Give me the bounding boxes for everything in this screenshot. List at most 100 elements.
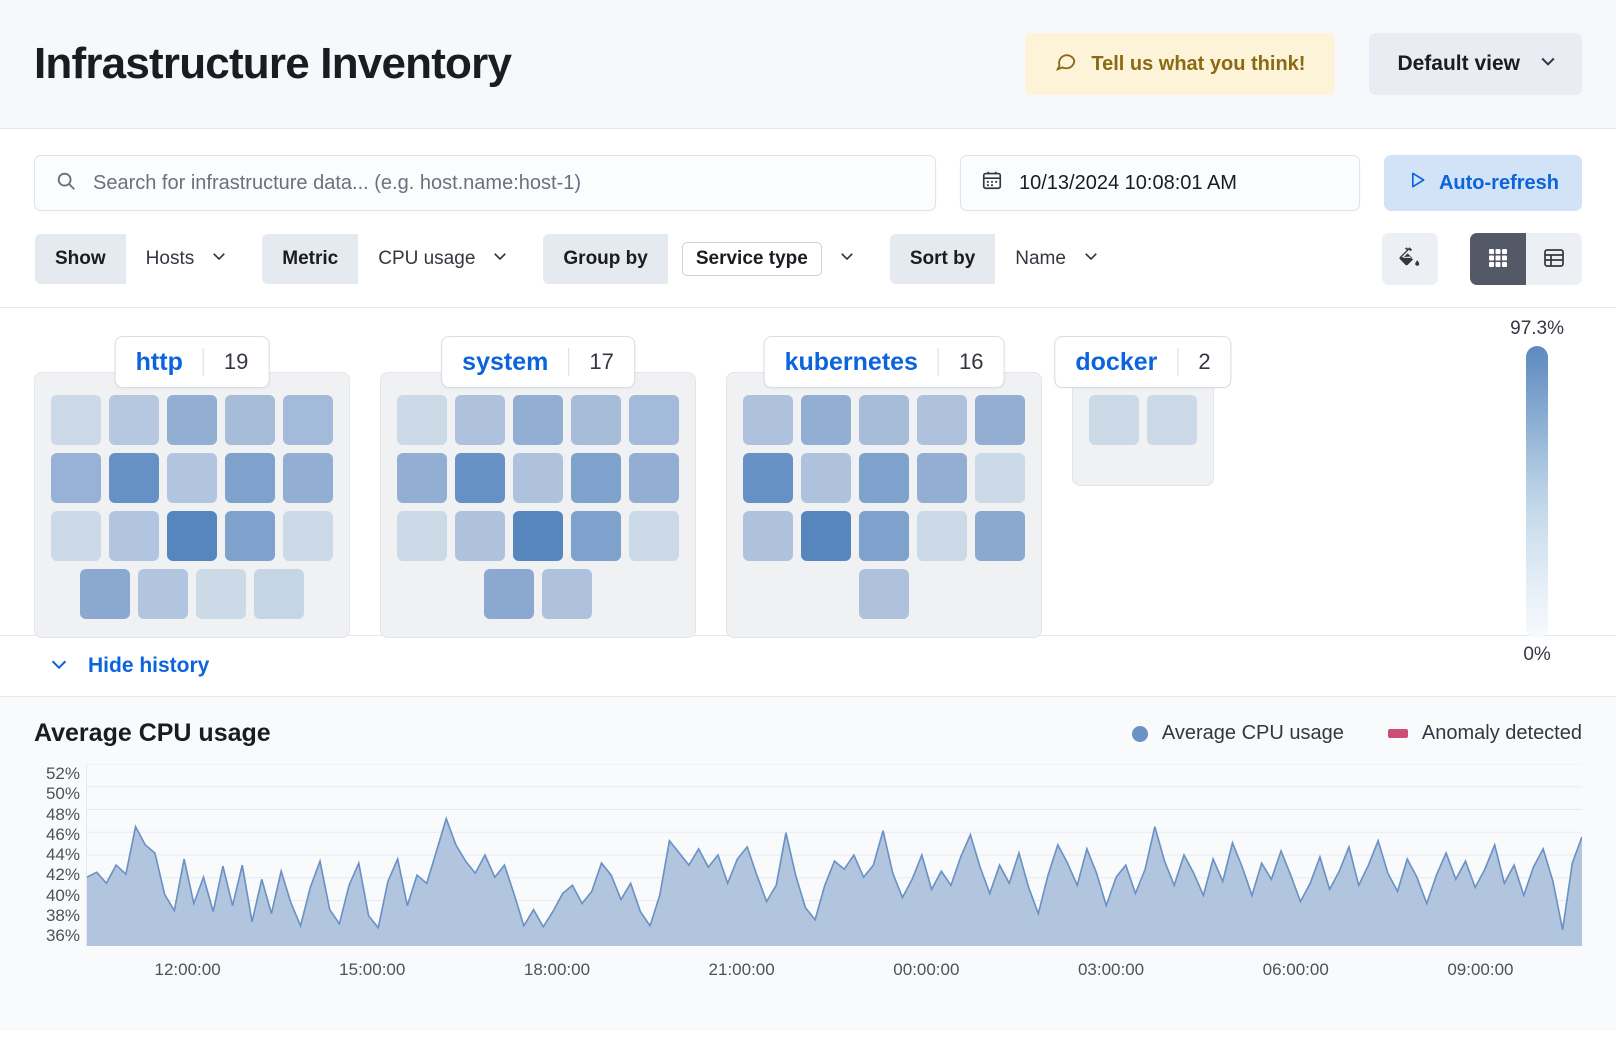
host-node[interactable] — [225, 453, 275, 503]
host-node[interactable] — [743, 395, 793, 445]
host-node[interactable] — [917, 511, 967, 561]
host-node[interactable] — [801, 453, 851, 503]
host-node[interactable] — [455, 453, 505, 503]
host-node[interactable] — [167, 511, 217, 561]
host-node[interactable] — [138, 569, 188, 619]
host-node[interactable] — [283, 395, 333, 445]
date-picker[interactable]: 10/13/2024 10:08:01 AM — [960, 155, 1360, 211]
host-node[interactable] — [571, 395, 621, 445]
y-tick-label: 38% — [45, 905, 80, 925]
group-name[interactable]: docker — [1075, 347, 1158, 376]
filter-group-by-value[interactable]: Service type — [667, 234, 874, 284]
host-node[interactable] — [629, 453, 679, 503]
host-node[interactable] — [629, 511, 679, 561]
host-node[interactable] — [859, 453, 909, 503]
chart-y-axis: 52%50%48%46%44%42%40%38%36% — [34, 764, 86, 946]
badge-divider — [202, 348, 204, 376]
default-view-label: Default view — [1397, 52, 1520, 75]
chart-svg — [87, 764, 1582, 946]
legend-controls-button[interactable] — [1382, 233, 1438, 285]
group-name[interactable]: kubernetes — [784, 347, 918, 376]
host-node[interactable] — [455, 511, 505, 561]
host-node[interactable] — [1147, 395, 1197, 445]
host-node[interactable] — [283, 511, 333, 561]
filter-show-value[interactable]: Hosts — [125, 234, 247, 284]
table-view-button[interactable] — [1526, 233, 1582, 285]
search-input[interactable] — [93, 171, 915, 195]
paint-bucket-icon — [1398, 246, 1422, 273]
host-node[interactable] — [254, 569, 304, 619]
comment-icon — [1055, 50, 1077, 78]
host-node[interactable] — [51, 511, 101, 561]
waffle-rows — [397, 395, 679, 619]
chevron-down-icon — [838, 247, 856, 271]
chart-plot[interactable] — [86, 764, 1582, 946]
page-header: Infrastructure Inventory Tell us what yo… — [0, 0, 1616, 129]
feedback-button[interactable]: Tell us what you think! — [1025, 33, 1336, 95]
host-node[interactable] — [571, 453, 621, 503]
host-node[interactable] — [513, 511, 563, 561]
host-node[interactable] — [801, 511, 851, 561]
page-title: Infrastructure Inventory — [34, 39, 512, 88]
filter-metric: Metric CPU usage — [261, 233, 529, 285]
chart-header: Average CPU usage Average CPU usage Anom… — [34, 719, 1582, 748]
grid-view-button[interactable] — [1470, 233, 1526, 285]
host-node[interactable] — [513, 395, 563, 445]
filter-group-by-pill[interactable]: Service type — [681, 242, 822, 276]
host-node[interactable] — [743, 511, 793, 561]
search-box[interactable] — [34, 155, 936, 211]
host-node[interactable] — [859, 395, 909, 445]
host-node[interactable] — [571, 511, 621, 561]
host-node[interactable] — [109, 511, 159, 561]
host-node[interactable] — [109, 395, 159, 445]
host-node[interactable] — [859, 511, 909, 561]
group-name[interactable]: http — [135, 347, 183, 376]
host-node[interactable] — [513, 453, 563, 503]
legend-label-average-cpu-usage: Average CPU usage — [1161, 722, 1344, 744]
host-node[interactable] — [743, 453, 793, 503]
host-node[interactable] — [283, 453, 333, 503]
host-node[interactable] — [167, 395, 217, 445]
host-node[interactable] — [397, 395, 447, 445]
x-tick-label: 09:00:00 — [1447, 960, 1514, 979]
host-node[interactable] — [109, 453, 159, 503]
host-node[interactable] — [167, 453, 217, 503]
host-node[interactable] — [397, 511, 447, 561]
filter-metric-value[interactable]: CPU usage — [358, 234, 528, 284]
host-node[interactable] — [1089, 395, 1139, 445]
host-node[interactable] — [51, 395, 101, 445]
filter-metric-label: Metric — [262, 234, 359, 284]
host-node[interactable] — [917, 395, 967, 445]
filter-sort-by-value[interactable]: Name — [995, 234, 1118, 284]
history-toggle[interactable]: Hide history — [0, 635, 1616, 697]
host-node[interactable] — [80, 569, 130, 619]
calendar-icon — [981, 169, 1003, 197]
host-node[interactable] — [975, 511, 1025, 561]
host-node[interactable] — [801, 395, 851, 445]
host-node[interactable] — [51, 453, 101, 503]
host-node[interactable] — [917, 453, 967, 503]
host-node[interactable] — [859, 569, 909, 619]
host-node[interactable] — [975, 395, 1025, 445]
host-node[interactable] — [397, 453, 447, 503]
default-view-button[interactable]: Default view — [1369, 33, 1582, 95]
waffle-rows — [1089, 395, 1197, 445]
host-node[interactable] — [542, 569, 592, 619]
host-node[interactable] — [975, 453, 1025, 503]
host-node[interactable] — [455, 395, 505, 445]
host-node[interactable] — [225, 395, 275, 445]
host-node[interactable] — [484, 569, 534, 619]
host-node[interactable] — [196, 569, 246, 619]
host-node[interactable] — [629, 395, 679, 445]
group-name[interactable]: system — [462, 347, 549, 376]
chart-line — [87, 816, 1582, 930]
auto-refresh-button[interactable]: Auto-refresh — [1384, 155, 1582, 211]
host-node[interactable] — [225, 511, 275, 561]
